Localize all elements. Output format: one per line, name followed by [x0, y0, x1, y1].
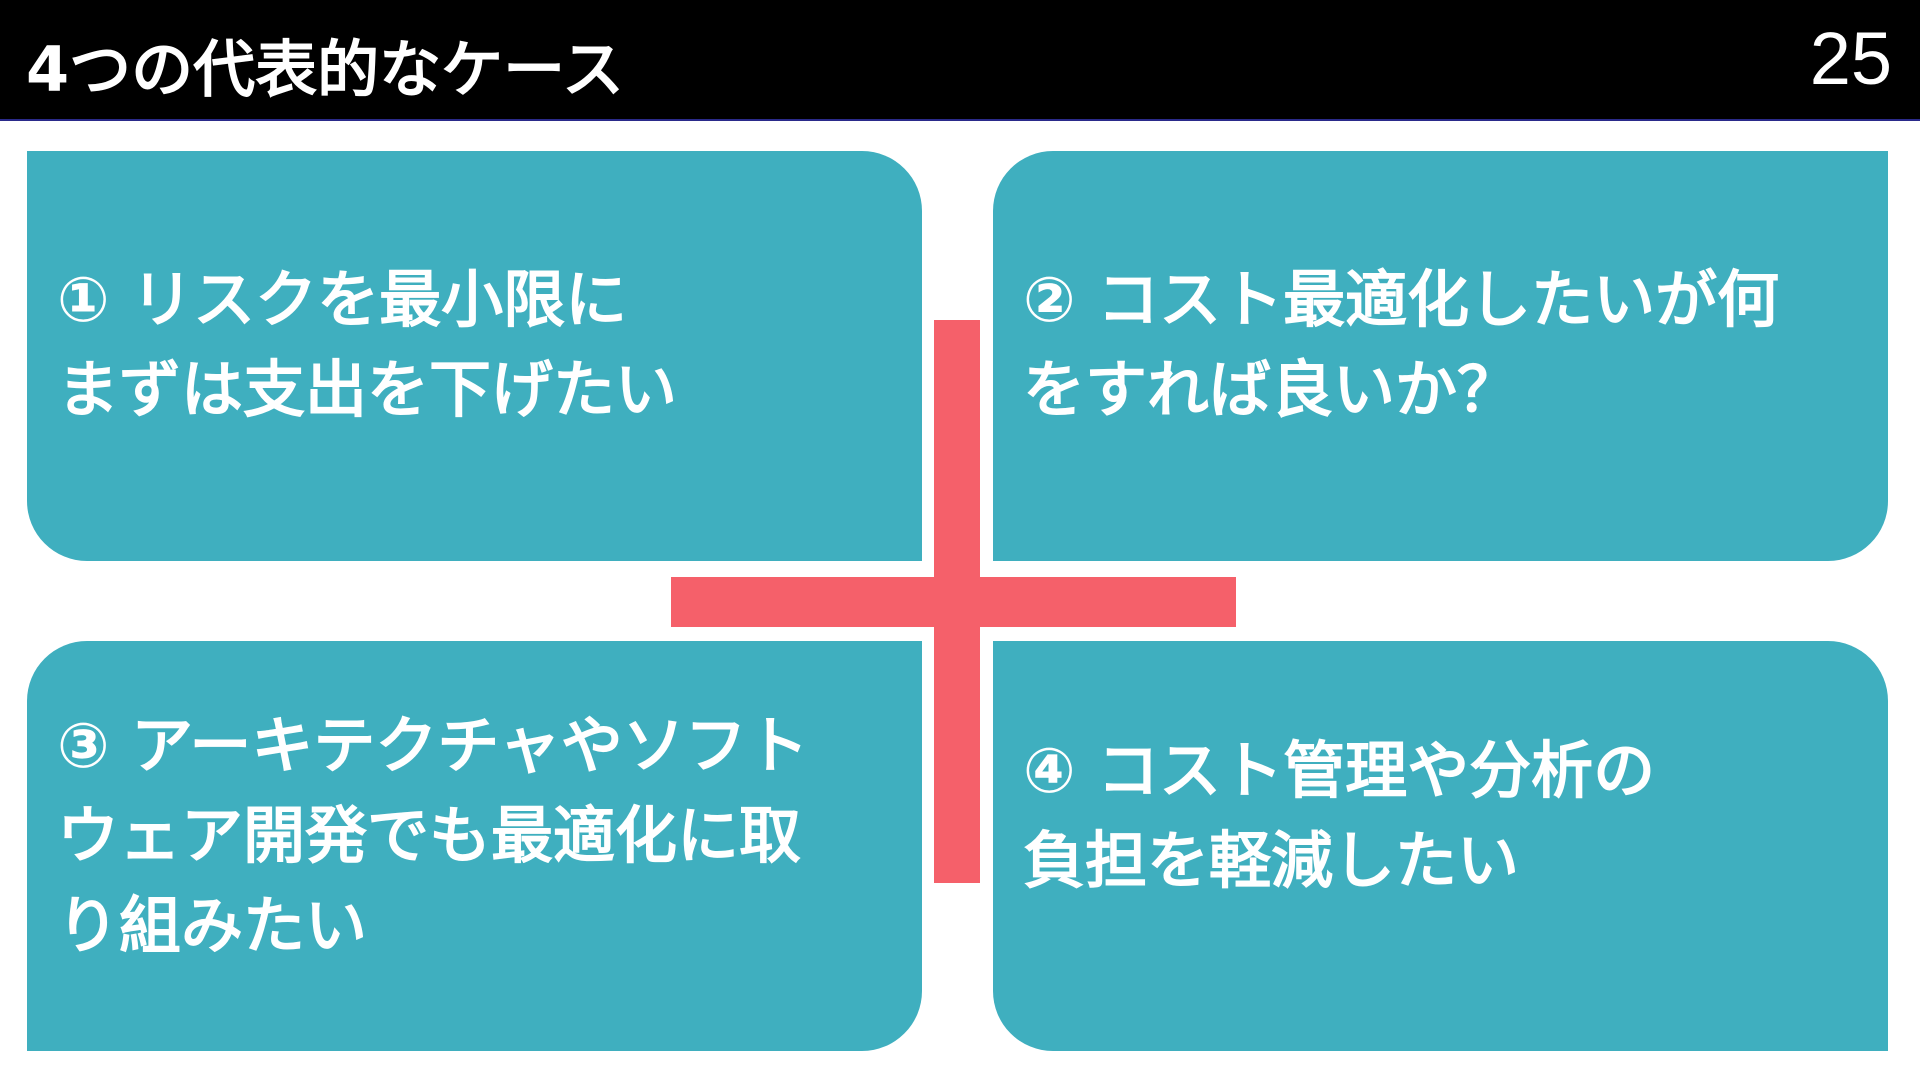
case-card-3-text: ③ アーキテクチャやソフト ウェア開発でも最適化に取 り組みたい [57, 701, 809, 971]
header-bar: 4つの代表的なケース 25 [0, 0, 1920, 121]
case-card-2-line-2: をすれば良いか？ [1023, 353, 1520, 426]
case-card-2-line-1: ② コスト最適化したいが何 [1023, 263, 1780, 336]
case-card-3-line-2: ウェア開発でも最適化に取 [57, 799, 802, 872]
case-card-4-line-2: 負担を軽減したい [1023, 824, 1520, 897]
case-card-2: ② コスト最適化したいが何 をすれば良いか？ [993, 151, 1888, 561]
cross-horizontal-bar [671, 577, 1236, 627]
slide-title: 4つの代表的なケース [26, 33, 625, 106]
case-card-3-line-3: り組みたい [57, 889, 368, 962]
case-card-1-line-2: まずは支出を下げたい [57, 353, 678, 426]
case-card-4-text: ④ コスト管理や分析の 負担を軽減したい [1023, 726, 1655, 906]
case-card-1-text: ① リスクを最小限に まずは支出を下げたい [57, 255, 677, 435]
case-card-1-line-1: ① リスクを最小限に [57, 263, 628, 336]
case-card-3: ③ アーキテクチャやソフト ウェア開発でも最適化に取 り組みたい [27, 641, 922, 1051]
case-card-3-line-1: ③ アーキテクチャやソフト [57, 709, 809, 782]
case-card-2-text: ② コスト最適化したいが何 をすれば良いか？ [1023, 255, 1779, 435]
case-card-4: ④ コスト管理や分析の 負担を軽減したい [993, 641, 1888, 1051]
page-number: 25 [1809, 17, 1892, 100]
case-card-4-line-1: ④ コスト管理や分析の [1023, 734, 1656, 807]
case-card-1: ① リスクを最小限に まずは支出を下げたい [27, 151, 922, 561]
